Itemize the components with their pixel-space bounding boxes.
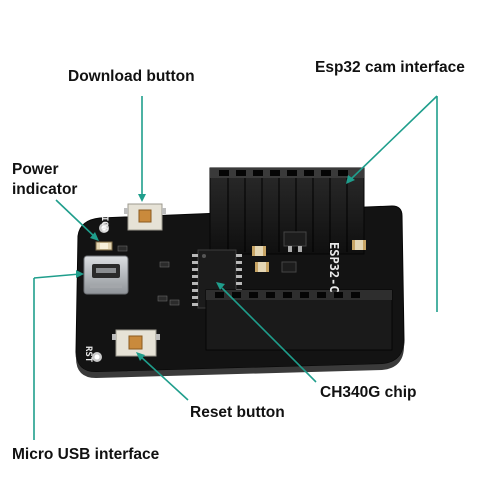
arrow-head — [346, 175, 355, 184]
label-esp32-cam-interface: Esp32 cam interface — [315, 59, 465, 76]
pointer-reset-button — [139, 355, 189, 401]
download-button-part — [124, 203, 166, 231]
label-ch340g-chip: CH340G chip — [320, 384, 417, 401]
micro-usb-port — [83, 255, 129, 295]
pointer-esp32-interface-diag — [349, 95, 438, 181]
pointer-power-indicator — [55, 199, 97, 239]
label-download-button: Download button — [68, 68, 195, 85]
label-power-indicator-line2: indicator — [12, 181, 78, 198]
label-micro-usb-interface: Micro USB interface — [12, 446, 160, 463]
arrow-head — [76, 270, 84, 278]
arrow-head — [136, 352, 145, 361]
pointer-micro-usb-h — [33, 273, 81, 279]
label-reset-button: Reset button — [190, 404, 285, 421]
arrow-head — [216, 282, 225, 290]
label-power-indicator-line1: Power — [12, 161, 59, 178]
arrow-head — [90, 232, 99, 241]
reset-button-part — [112, 329, 160, 357]
silkscreen-text: IO0 RST ESP32-C — [83, 216, 341, 363]
lower-header — [205, 289, 393, 351]
io0-silkscreen: IO0 — [99, 216, 109, 232]
label-power-indicator: Power indicator — [12, 160, 122, 200]
power-led — [95, 241, 113, 251]
pointer-lines — [33, 95, 438, 440]
rst-silkscreen: RST — [83, 346, 93, 363]
pointer-ch340g — [221, 287, 317, 383]
board-name-silkscreen: ESP32-C — [327, 242, 341, 293]
board-components — [117, 231, 366, 306]
arrow-head — [138, 194, 146, 202]
